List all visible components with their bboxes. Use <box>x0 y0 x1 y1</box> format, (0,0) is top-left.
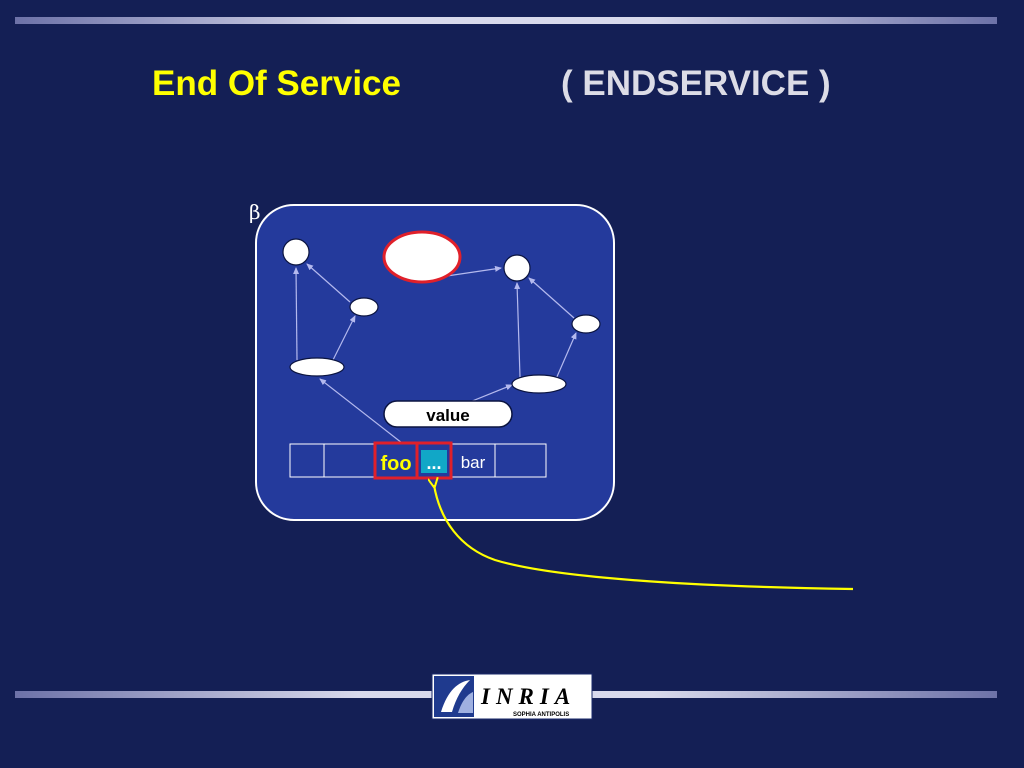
edge <box>293 267 300 361</box>
cell-bar-label: bar <box>461 453 486 472</box>
top-rule <box>15 17 997 24</box>
return-arrow <box>434 485 854 591</box>
edge <box>306 263 351 303</box>
graph-node <box>349 297 379 317</box>
cell <box>494 443 547 478</box>
component-box <box>255 204 615 521</box>
value-pill <box>383 400 513 428</box>
value-label: value <box>426 406 469 425</box>
graph-nodes <box>282 230 601 394</box>
graph-node <box>511 374 567 394</box>
box-label-beta: β <box>249 200 261 224</box>
graph-edges <box>293 263 577 444</box>
slide-title: End Of Service <box>152 64 401 103</box>
graph-node <box>282 238 310 266</box>
graph-node-highlighted <box>382 230 462 284</box>
inria-logo: INRIA SOPHIA ANTIPOLIS <box>431 673 593 720</box>
logo-name: INRIA <box>480 684 576 709</box>
graph-node <box>289 357 345 377</box>
slide-title-code: ( ENDSERVICE ) <box>561 64 831 103</box>
edge <box>319 378 403 444</box>
graph-node <box>503 254 531 282</box>
cell-foo-label: foo <box>380 453 411 475</box>
cell-dots-label: ... <box>426 453 441 473</box>
graph-node <box>571 314 601 334</box>
edge <box>514 282 521 378</box>
logo-emblem-swoosh <box>458 692 473 713</box>
edge <box>555 332 577 380</box>
cell-dots-fill <box>421 450 447 473</box>
logo-emblem-swoosh <box>441 680 470 712</box>
edge <box>528 277 575 319</box>
logo-subtitle: SOPHIA ANTIPOLIS <box>513 712 569 718</box>
edge <box>331 315 356 363</box>
